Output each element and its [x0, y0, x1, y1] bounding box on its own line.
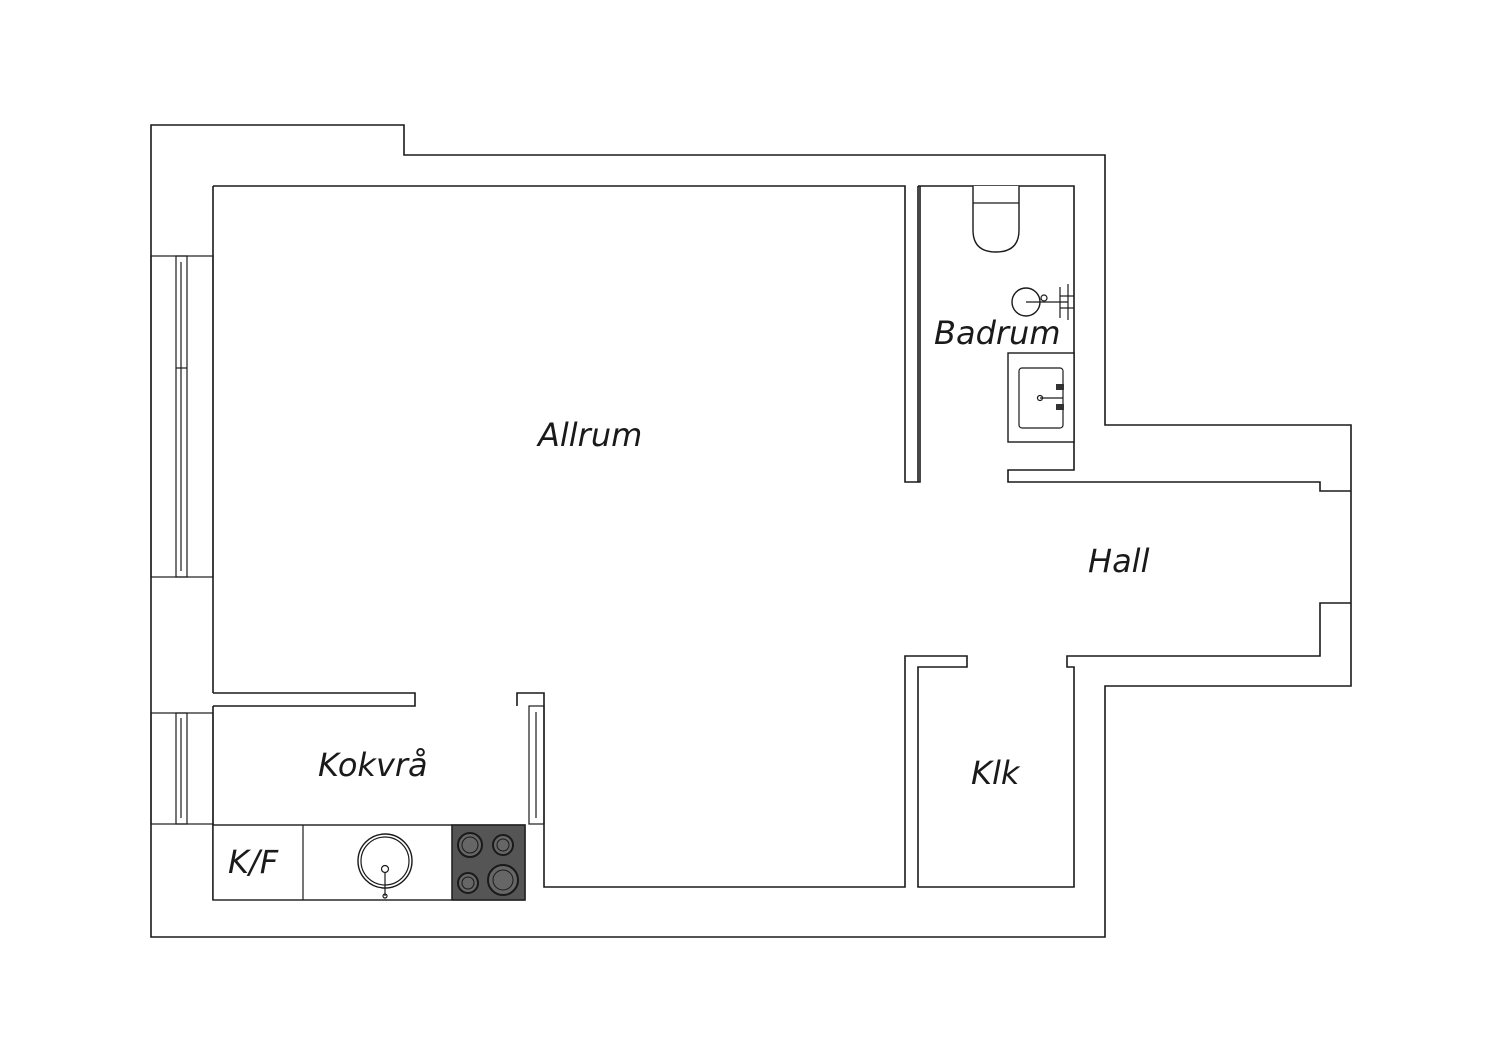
- wash-basin-icon: [1007, 352, 1075, 443]
- kitchen-partition-right: [516, 602, 1351, 888]
- kitchen-partition-left: [213, 692, 416, 707]
- room-label-badrum: Badrum: [934, 314, 1060, 352]
- shower-icon: [1011, 284, 1074, 320]
- room-label-kokvra: Kokvrå: [318, 746, 428, 784]
- fridge-freezer-label: K/F: [228, 843, 279, 881]
- badrum-wall: [918, 185, 1351, 492]
- toilet-icon: [972, 186, 1020, 253]
- outer-wall: [150, 124, 1352, 938]
- room-label-klk: Klk: [971, 754, 1021, 792]
- room-label-allrum: Allrum: [536, 416, 642, 454]
- window-allrum: [150, 255, 214, 578]
- allrum-wall: [213, 185, 921, 483]
- window-kokvra-east: [528, 705, 545, 825]
- kitchen-sink: [357, 833, 413, 899]
- room-label-hall: Hall: [1088, 542, 1150, 580]
- window-kokvra: [150, 712, 214, 825]
- stove-top-icon: [451, 824, 526, 901]
